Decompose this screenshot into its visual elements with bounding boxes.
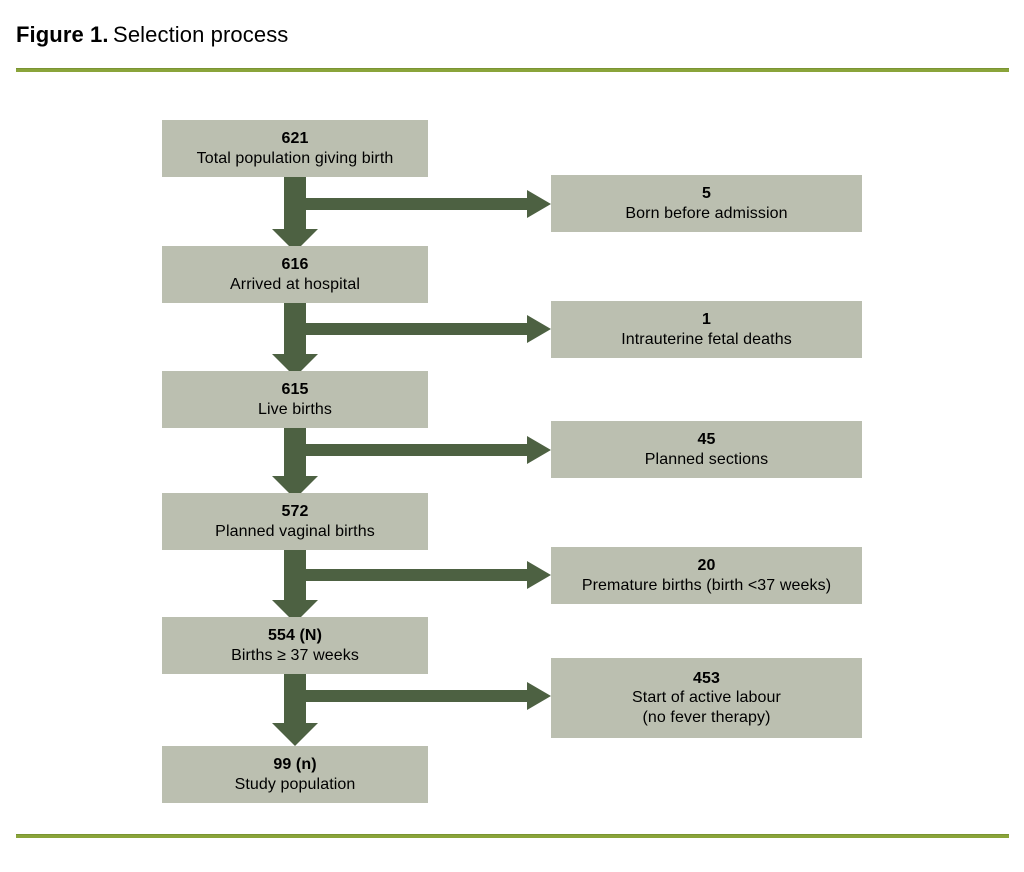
flow-node-side-4[interactable]: 20 Premature births (birth <37 weeks) bbox=[551, 547, 862, 604]
flow-connectors bbox=[272, 177, 551, 746]
figure-title: Selection process bbox=[113, 22, 289, 47]
flow-node-main-2[interactable]: 616 Arrived at hospital bbox=[162, 246, 428, 303]
flow-node-label: Live births bbox=[257, 400, 333, 418]
flow-node-count: 453 bbox=[693, 669, 720, 687]
flow-node-count: 616 bbox=[281, 255, 309, 273]
flow-node-side-3[interactable]: 45 Planned sections bbox=[551, 421, 862, 478]
flow-node-label: Premature births (birth <37 weeks) bbox=[581, 576, 832, 594]
header-divider bbox=[16, 68, 1009, 72]
connector-group-5 bbox=[272, 674, 551, 746]
flow-node-main-5[interactable]: 554 (N) Births ≥ 37 weeks bbox=[162, 617, 428, 674]
flow-node-label: Arrived at hospital bbox=[230, 275, 360, 293]
flow-node-main-3[interactable]: 615 Live births bbox=[162, 371, 428, 428]
flow-node-label-line2: (no fever therapy) bbox=[642, 708, 771, 726]
flow-node-main-6[interactable]: 99 (n) Study population bbox=[162, 746, 428, 803]
flow-node-label: Start of active labour bbox=[632, 689, 781, 707]
flow-node-count: 20 bbox=[697, 556, 716, 574]
flow-node-label: Study population bbox=[234, 775, 356, 793]
connector-group-2 bbox=[272, 303, 551, 377]
footer-divider bbox=[16, 834, 1009, 838]
flow-node-count: 621 bbox=[281, 129, 309, 147]
flow-node-label: Intrauterine fetal deaths bbox=[621, 330, 792, 348]
connector-group-3 bbox=[272, 428, 551, 499]
flow-node-side-5[interactable]: 453 Start of active labour (no fever the… bbox=[551, 658, 862, 738]
flow-node-count: 572 bbox=[281, 502, 309, 520]
flow-node-count: 99 (n) bbox=[273, 755, 317, 773]
connector-group-1 bbox=[272, 177, 551, 252]
flow-node-count: 45 bbox=[697, 430, 716, 448]
flow-node-count: 5 bbox=[702, 184, 711, 202]
flow-node-side-2[interactable]: 1 Intrauterine fetal deaths bbox=[551, 301, 862, 358]
flow-node-label: Births ≥ 37 weeks bbox=[231, 646, 359, 664]
flow-node-label: Planned vaginal births bbox=[215, 522, 375, 540]
flow-node-label: Total population giving birth bbox=[196, 149, 394, 167]
flow-node-count: 1 bbox=[702, 310, 711, 328]
flow-node-main-4[interactable]: 572 Planned vaginal births bbox=[162, 493, 428, 550]
flow-node-label: Born before admission bbox=[625, 204, 788, 222]
flow-node-label: Planned sections bbox=[644, 450, 769, 468]
figure-header: Figure 1. Selection process bbox=[16, 22, 1008, 56]
selection-process-flowchart: 621 Total population giving birth 616 Ar… bbox=[0, 80, 1024, 825]
figure-number: Figure 1. bbox=[16, 22, 109, 47]
connector-group-4 bbox=[272, 550, 551, 623]
flow-node-count: 554 (N) bbox=[267, 626, 323, 644]
flow-node-count: 615 bbox=[281, 380, 309, 398]
flow-node-side-1[interactable]: 5 Born before admission bbox=[551, 175, 862, 232]
flow-node-main-1[interactable]: 621 Total population giving birth bbox=[162, 120, 428, 177]
